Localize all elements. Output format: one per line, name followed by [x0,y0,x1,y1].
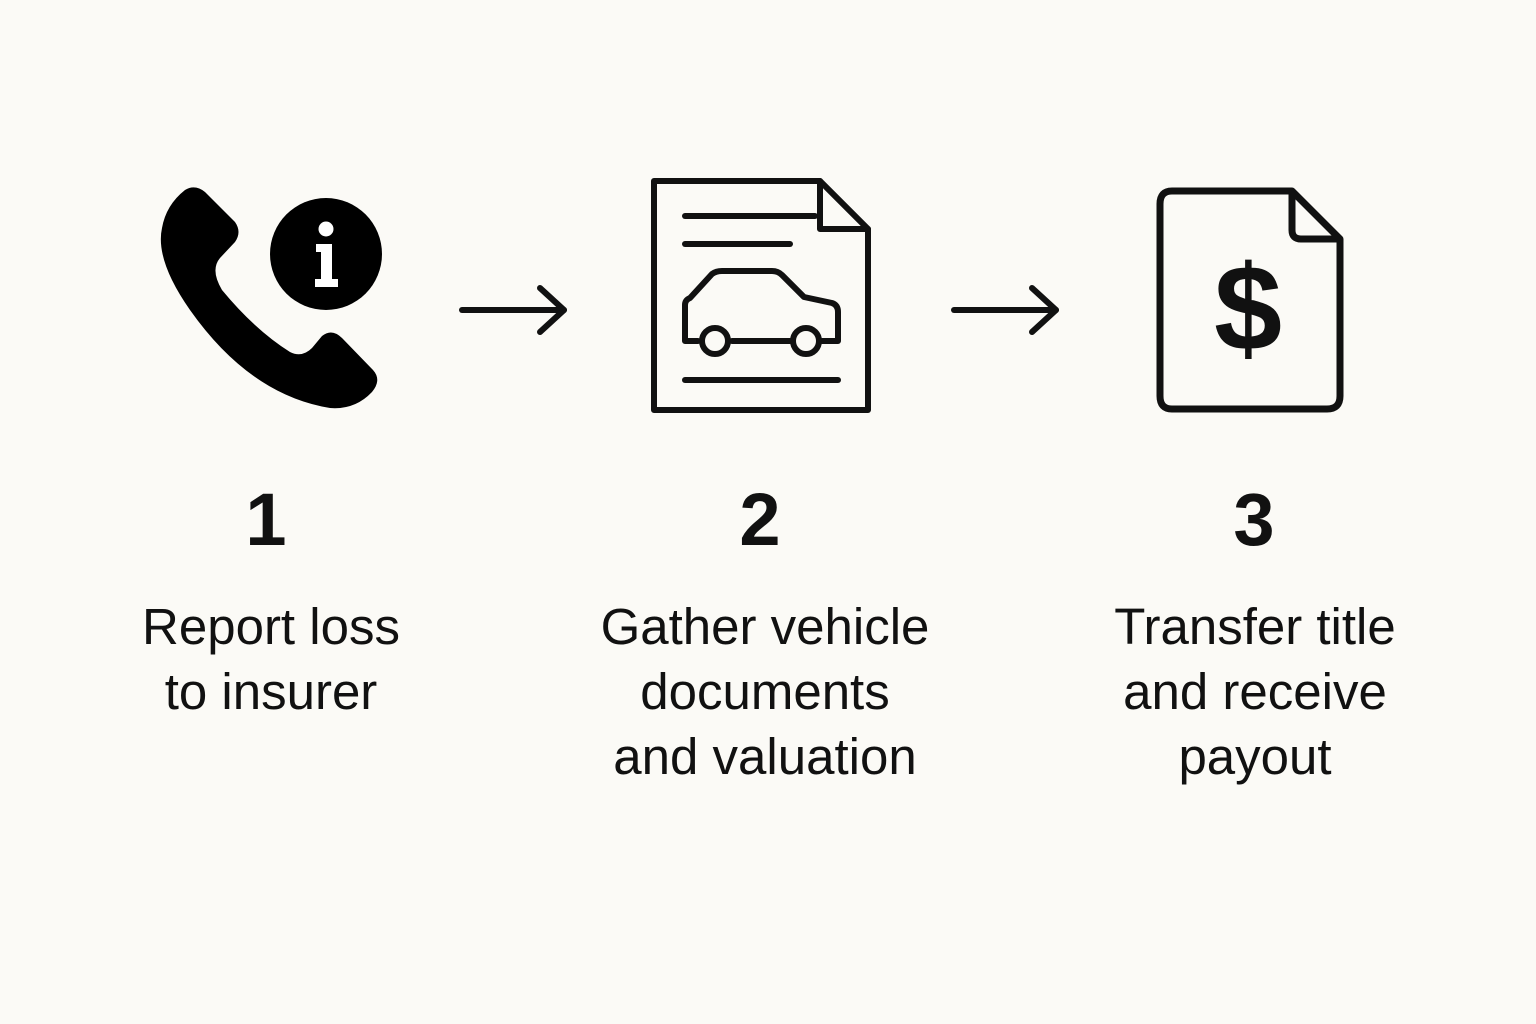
phone-info-icon [160,187,382,409]
money-document-icon [1156,187,1344,413]
step-2-label: Gather vehicle documents and valuation [545,594,985,789]
label-line: documents [640,663,890,720]
arrow-icon [951,285,1059,335]
phone-handset-icon [160,187,378,409]
car-document-icon [651,178,871,413]
step-2-number: 2 [739,478,781,561]
step-3-label: Transfer title and receive payout [1035,594,1475,789]
label-line: Transfer title [1114,598,1396,655]
step-3-number: 3 [1233,478,1275,561]
dollar-sign-icon: $ [1214,240,1282,376]
label-line: Gather vehicle [600,598,930,655]
label-line: payout [1178,728,1332,785]
label-line: Report loss [142,598,400,655]
label-line: and receive [1123,663,1387,720]
step-1-label: Report loss to insurer [51,594,491,724]
step-1-number: 1 [245,478,287,561]
label-line: and valuation [613,728,917,785]
label-line: to insurer [164,663,378,720]
car-icon [682,268,841,357]
arrow-icon [459,285,567,335]
